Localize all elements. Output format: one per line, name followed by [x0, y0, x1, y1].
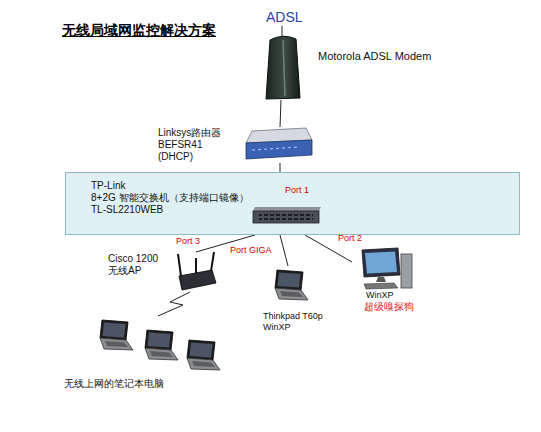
switch-icon	[251, 205, 323, 225]
text-line: 无线AP	[108, 265, 158, 277]
router-device: Linksys路由器 BEFSR41 (DHCP)	[158, 127, 312, 163]
laptop-icon	[145, 330, 178, 360]
switch-ports	[259, 214, 313, 220]
text-line: TP-Link	[91, 180, 249, 192]
text-line: WinXP	[263, 322, 323, 333]
text-line: Cisco 1200	[108, 253, 158, 265]
text-line: TL-SL2210WEB	[91, 204, 249, 216]
port-label: Port GIGA	[230, 246, 272, 256]
laptop-icon	[275, 270, 308, 300]
connector-line	[280, 163, 281, 172]
wireless-laptops: 无线上网的笔记本电脑	[64, 316, 222, 390]
port-label: Port 1	[285, 186, 309, 196]
diagram-title: 无线局域网监控解决方案	[62, 22, 216, 40]
sniffer-pc: WinXP超级嗅探狗	[352, 246, 414, 313]
access-point: Cisco 1200 无线AP	[108, 252, 218, 292]
node-label: Thinkpad T60p WinXP	[263, 311, 323, 333]
port-label: Port 3	[176, 237, 200, 247]
text-line: 8+2G 智能交换机（支持端口镜像）	[91, 192, 249, 204]
node-label: WinXP	[366, 290, 394, 301]
switch-top	[253, 207, 321, 211]
pc-screen	[365, 252, 397, 274]
text-line: BEFSR41	[158, 139, 221, 151]
connector-line	[158, 292, 190, 316]
text-line: Linksys路由器	[158, 127, 221, 139]
switch-band: TP-Link 8+2G 智能交换机（支持端口镜像） TL-SL2210WEB	[65, 172, 520, 235]
pc-keyboard	[364, 283, 398, 289]
node-label: Cisco 1200 无线AP	[108, 253, 158, 277]
node-label: ADSL	[266, 9, 303, 26]
node-label: TP-Link 8+2G 智能交换机（支持端口镜像） TL-SL2210WEB	[91, 180, 249, 216]
ap-body	[179, 270, 216, 290]
modem-icon	[266, 36, 300, 99]
connector-line	[282, 26, 283, 36]
modem-device: Motorola ADSL Modem	[263, 36, 431, 100]
internet-label: ADSL	[266, 9, 303, 26]
router-lights	[252, 147, 300, 150]
text-line: Thinkpad T60p	[263, 311, 323, 322]
pc-monitor	[362, 248, 400, 277]
thinkpad-laptop: Thinkpad T60p WinXP	[263, 266, 323, 333]
connector-line	[280, 100, 281, 127]
text-line: (DHCP)	[158, 151, 221, 163]
switch-front	[253, 211, 319, 223]
laptop-icon	[187, 340, 220, 370]
connector-line	[280, 235, 288, 266]
ap-antennas	[178, 252, 214, 276]
node-label: 超级嗅探狗	[364, 301, 414, 313]
router-front	[246, 140, 312, 159]
node-label: Linksys路由器 BEFSR41 (DHCP)	[158, 127, 221, 163]
laptop-icon	[100, 320, 133, 350]
pc-stand	[376, 277, 386, 282]
node-label: Motorola ADSL Modem	[318, 50, 431, 63]
modem-highlight	[283, 40, 285, 96]
port-label: Port 2	[338, 234, 362, 244]
pc-tower	[401, 254, 412, 288]
node-label: 无线上网的笔记本电脑	[64, 378, 164, 390]
